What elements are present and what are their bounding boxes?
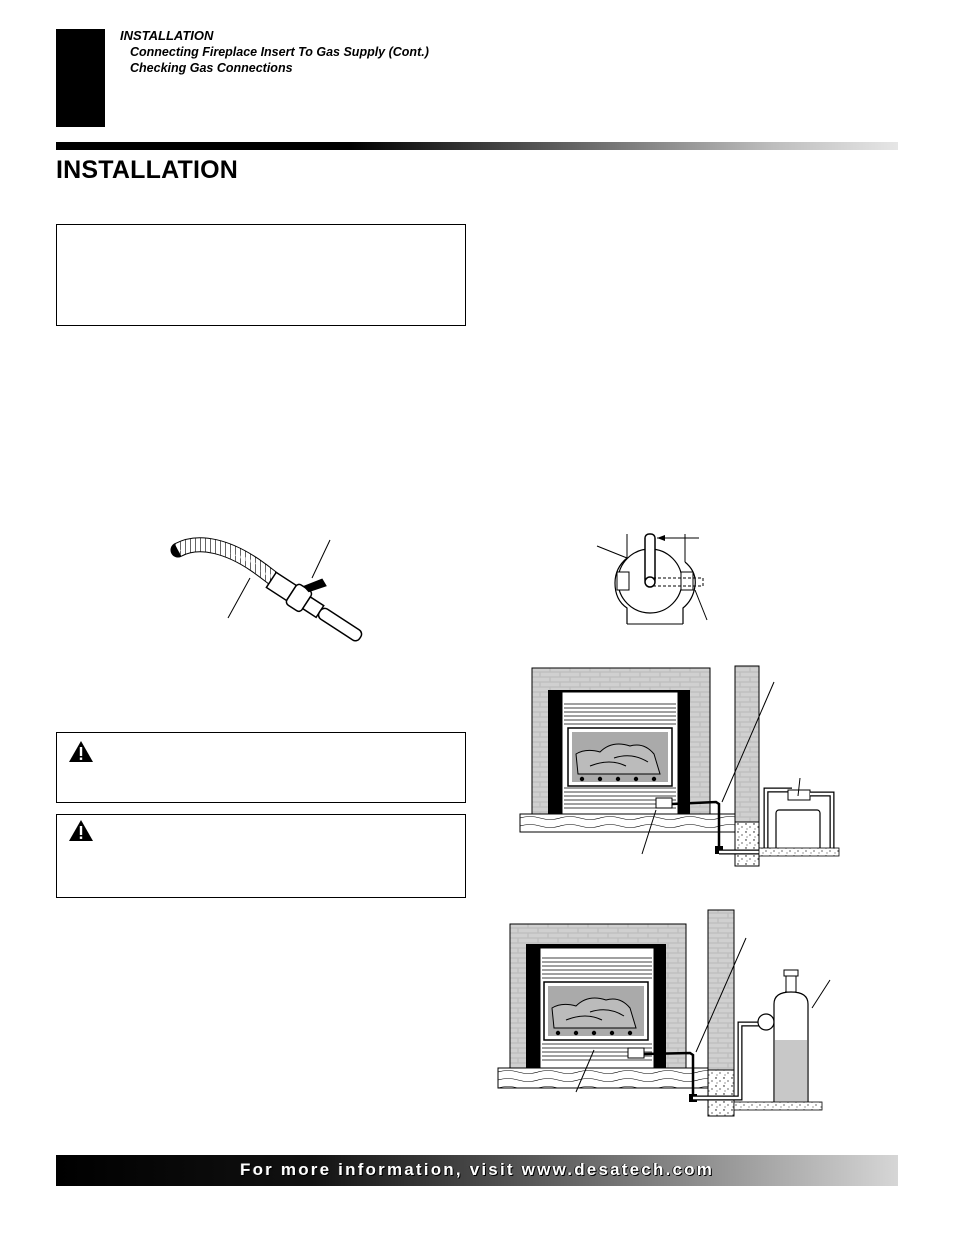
notice-box — [56, 224, 466, 326]
footer-website-link[interactable]: For more information, visit www.desatech… — [239, 1160, 715, 1179]
header-subsection-2: Checking Gas Connections — [130, 61, 293, 75]
section-tab-block — [56, 29, 105, 127]
natural-gas-meter-installation-diagram — [519, 665, 840, 867]
warning-box-2 — [56, 814, 466, 898]
footer-bar: For more information, visit www.desatech… — [56, 1155, 898, 1186]
lp-tank-installation-diagram — [497, 909, 831, 1117]
warning-triangle-icon — [69, 820, 93, 841]
gas-connector-valve-illustration — [170, 537, 363, 642]
header-rule — [56, 142, 898, 150]
page-title: INSTALLATION — [56, 156, 239, 184]
valve-position-diagram — [596, 533, 708, 625]
header-section-title: INSTALLATION — [120, 28, 214, 43]
header-subsection-1: Connecting Fireplace Insert To Gas Suppl… — [130, 45, 429, 59]
warning-triangle-icon — [69, 741, 93, 762]
warning-box-1 — [56, 732, 466, 803]
